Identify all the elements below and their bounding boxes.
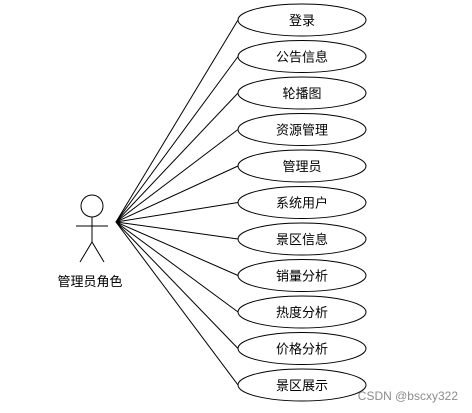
use-case: 登录 [237, 3, 367, 37]
association-line [115, 202, 239, 223]
actor-stick-figure [76, 194, 108, 263]
use-case-label: 景区展示 [276, 379, 328, 394]
use-case-ellipse [237, 40, 367, 73]
use-case-ellipse [237, 368, 367, 402]
use-case: 价格分析 [237, 332, 367, 365]
use-case-label: 系统用户 [276, 196, 328, 212]
use-case-ellipse [237, 295, 367, 329]
association-line [115, 92, 239, 223]
actor-right-leg [91, 241, 105, 263]
use-case-label: 价格分析 [276, 342, 328, 358]
actor-head [80, 194, 104, 218]
association-line [115, 19, 239, 223]
association-line [115, 221, 239, 313]
use-case-ellipse [237, 186, 367, 219]
use-case-label: 轮播图 [282, 87, 321, 102]
use-case: 资源管理 [237, 113, 367, 146]
use-case: 热度分析 [237, 295, 367, 329]
use-case-label: 资源管理 [276, 124, 328, 139]
use-case-ellipse [237, 149, 367, 183]
use-case: 管理员 [237, 149, 367, 183]
use-case: 销量分析 [237, 259, 367, 292]
use-case: 轮播图 [237, 76, 367, 110]
use-case: 景区展示 [237, 368, 367, 402]
association-line [115, 221, 239, 386]
association-line [115, 56, 239, 223]
use-case-ellipse [237, 259, 367, 292]
actor-left-leg [79, 241, 93, 263]
association-line [115, 165, 239, 223]
watermark-text: CSDN @bscxy322 [357, 389, 458, 403]
association-line [115, 221, 239, 349]
use-case: 公告信息 [237, 40, 367, 73]
use-case-label: 热度分析 [276, 305, 328, 321]
use-case: 系统用户 [237, 186, 367, 219]
use-case-label: 登录 [289, 14, 315, 29]
actor-label: 管理员角色 [57, 275, 123, 290]
use-case-label: 景区信息 [276, 232, 328, 248]
association-line [115, 221, 239, 276]
use-case-label: 管理员 [282, 160, 321, 175]
use-case-ellipse [237, 76, 367, 110]
association-line [115, 221, 239, 240]
use-case: 景区信息 [237, 222, 367, 256]
use-case-ellipse [237, 332, 367, 365]
association-lines [115, 19, 239, 386]
association-line [115, 129, 239, 223]
use-case-label: 销量分析 [276, 270, 328, 285]
use-case-ellipse [237, 113, 367, 146]
use-case-label: 公告信息 [276, 50, 328, 66]
use-case-ellipse [237, 3, 367, 37]
use-case-ellipse [237, 222, 367, 256]
